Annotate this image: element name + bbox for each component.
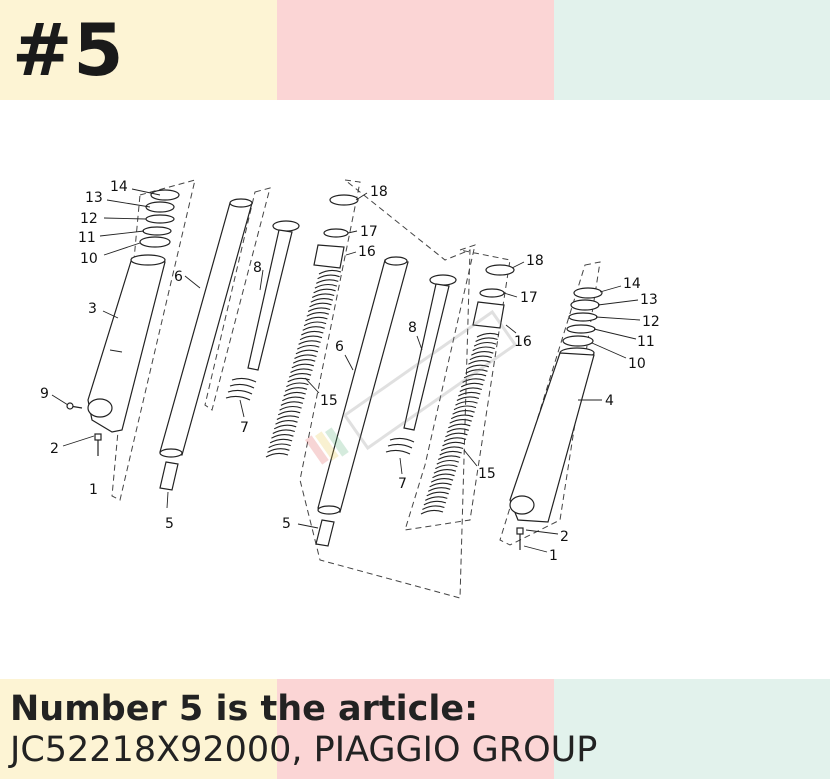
right-damper-rod	[403, 274, 457, 431]
bottom-color-band	[0, 679, 830, 779]
callout-12: 12	[642, 314, 660, 330]
callout-11: 11	[78, 230, 96, 246]
motorparts-logo-icon	[304, 309, 518, 465]
callout-2: 2	[560, 529, 569, 545]
callout-16: 16	[514, 334, 532, 350]
callout-6: 6	[174, 269, 183, 285]
band-segment-yellow	[0, 0, 277, 100]
assembly-outline-center	[299, 179, 471, 599]
band-segment-yellow	[0, 679, 277, 779]
callout-14: 14	[623, 276, 641, 292]
callout-12: 12	[80, 211, 98, 227]
callout-11: 11	[637, 334, 655, 350]
item-number-badge: #5	[12, 8, 125, 92]
callout-17: 17	[360, 224, 378, 240]
callout-9: 9	[40, 386, 49, 402]
right-screws	[516, 527, 524, 550]
assembly-outline-right-tube	[404, 244, 511, 531]
left-cap-parts	[313, 194, 359, 269]
callout-6: 6	[335, 339, 344, 355]
callout-10: 10	[628, 356, 646, 372]
band-segment-pink	[277, 0, 554, 100]
band-segment-pink	[277, 679, 554, 779]
left-small-spring	[225, 377, 257, 401]
callout-1: 1	[549, 548, 558, 564]
callout-1: 1	[89, 482, 98, 498]
callout-14: 14	[110, 179, 128, 195]
callout-10: 10	[80, 251, 98, 267]
callout-2: 2	[50, 441, 59, 457]
callout-8: 8	[408, 320, 417, 336]
article-headline: Number 5 is the article:	[10, 689, 479, 729]
band-segment-mint	[554, 0, 830, 100]
right-bushing	[315, 519, 335, 547]
callout-5: 5	[165, 516, 174, 532]
callout-13: 13	[640, 292, 658, 308]
right-fork-slider	[509, 347, 595, 523]
assembly-outline-left-tube	[204, 187, 271, 411]
left-bushing	[159, 461, 179, 491]
left-damper-rod	[247, 220, 300, 371]
callout-7: 7	[240, 420, 249, 436]
callout-15: 15	[320, 393, 338, 409]
callout-17: 17	[520, 290, 538, 306]
band-segment-mint	[554, 679, 830, 779]
callout-18: 18	[370, 184, 388, 200]
left-main-spring	[265, 269, 342, 458]
callout-13: 13	[85, 190, 103, 206]
right-stanchion-tube	[317, 256, 409, 515]
callout-16: 16	[358, 244, 376, 260]
callout-18: 18	[526, 253, 544, 269]
left-stanchion-tube	[159, 198, 253, 458]
exploded-parts-diagram: 14 13 12 11 10 3 9 2 1 6 5 8 7 18 17 16 …	[40, 179, 660, 599]
left-seal-stack	[139, 189, 180, 248]
callout-7: 7	[398, 476, 407, 492]
right-main-spring	[420, 332, 500, 515]
callout-15: 15	[478, 466, 496, 482]
right-small-spring	[385, 437, 415, 455]
callout-5: 5	[282, 516, 291, 532]
right-seal-stack	[562, 287, 603, 347]
left-screws	[66, 402, 102, 456]
right-cap-parts	[472, 264, 515, 329]
article-code: JC52218X92000, PIAGGIO GROUP	[10, 730, 598, 770]
leader-lines	[51, 188, 641, 553]
callout-8: 8	[253, 260, 262, 276]
left-fork-slider	[87, 254, 166, 433]
top-color-band	[0, 0, 830, 100]
callout-3: 3	[88, 301, 97, 317]
callout-4: 4	[605, 393, 614, 409]
